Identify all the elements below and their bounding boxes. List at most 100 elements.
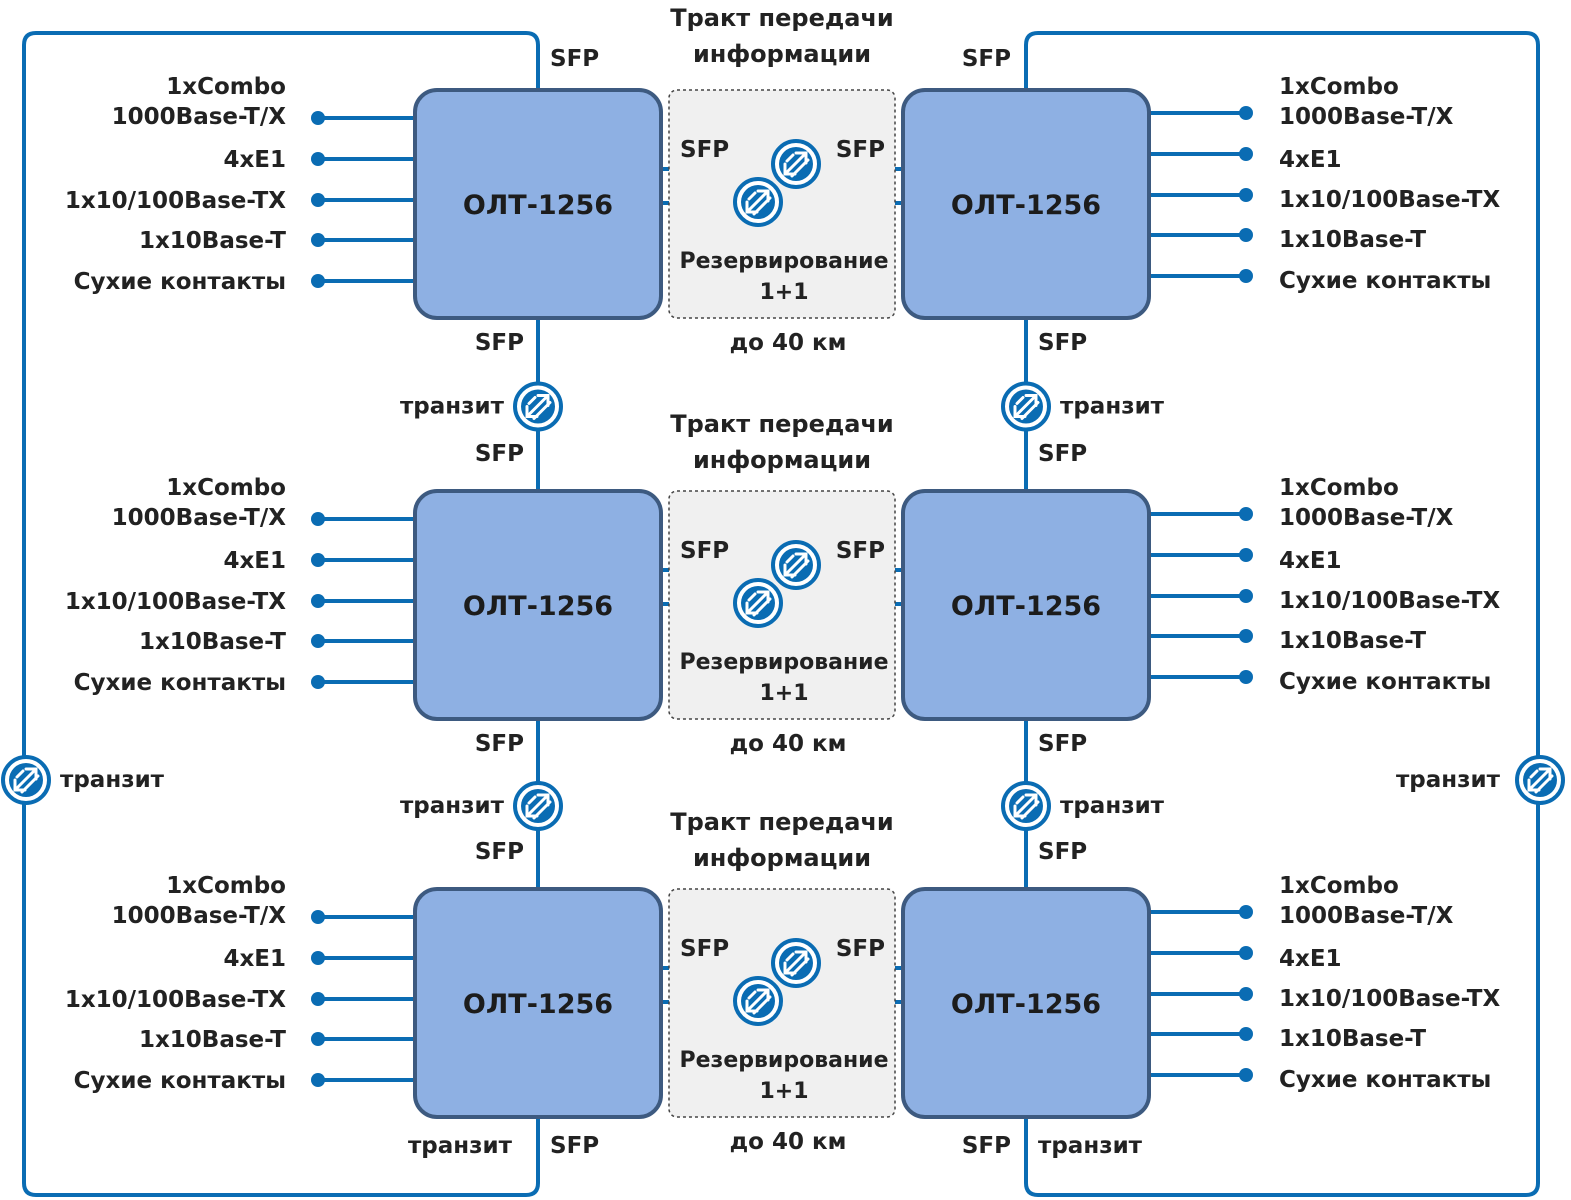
- icon-arrow-head-a: [794, 552, 808, 566]
- icon-arrow-a: [1014, 395, 1037, 417]
- sfp-label: SFP: [680, 538, 729, 564]
- icon-arrow-head-b: [783, 961, 797, 975]
- port-label: 4xE1: [223, 548, 286, 574]
- sfp-label: SFP: [475, 330, 524, 356]
- icon-arrow-head-a: [24, 767, 38, 781]
- node-title: ОЛТ-1256: [463, 989, 613, 1020]
- sfp-label: SFP: [836, 137, 885, 163]
- port-label: Сухие контакты: [1279, 669, 1491, 695]
- port-label: 4xE1: [223, 147, 286, 173]
- sfp-label: SFP: [475, 731, 524, 757]
- link-title: Тракт передачи: [670, 808, 894, 836]
- redundancy-label: Резервирование: [680, 650, 889, 675]
- sfp-label: SFP: [836, 936, 885, 962]
- icon-arrow-a: [784, 152, 807, 175]
- icon-mark: [527, 795, 537, 805]
- link-title: информации: [693, 446, 871, 474]
- port-label: 1x10/100Base-TX: [65, 589, 286, 615]
- port-label: 1000Base-T/X: [112, 104, 287, 130]
- port-dot: [311, 111, 325, 125]
- icon-arrow-head-b: [745, 999, 759, 1013]
- port-label: 1x10Base-T: [1279, 227, 1426, 253]
- port-label: 1x10Base-T: [139, 1027, 286, 1053]
- sfp-label: SFP: [680, 137, 729, 163]
- port-dot: [311, 1073, 325, 1087]
- port-dot: [311, 233, 325, 247]
- olt-node-right: [901, 88, 1151, 320]
- port-dot: [311, 910, 325, 924]
- sfp-label: SFP: [550, 1133, 599, 1159]
- sfp-label: SFP: [680, 936, 729, 962]
- sfp-label: SFP: [836, 538, 885, 564]
- port-dot: [1239, 228, 1253, 242]
- redundancy-label: 1+1: [759, 681, 808, 706]
- port-label: 4xE1: [1279, 548, 1342, 574]
- icon-arrow-a: [746, 190, 769, 213]
- link-title: информации: [693, 40, 871, 68]
- port-label: 1000Base-T/X: [1279, 104, 1454, 130]
- icon-arrow-head-b: [783, 162, 797, 176]
- port-dot: [311, 193, 325, 207]
- icon-arrow-a: [784, 951, 807, 974]
- transit-icons: [1, 139, 1565, 1026]
- port-label: 1000Base-T/X: [1279, 505, 1454, 531]
- port-dot: [1239, 946, 1253, 960]
- distance-label: до 40 км: [730, 330, 847, 356]
- node-title: ОЛТ-1256: [951, 989, 1101, 1020]
- icon-mark: [747, 592, 757, 602]
- icon-mark: [527, 396, 537, 405]
- port-dot: [311, 594, 325, 608]
- port-dot: [311, 634, 325, 648]
- icon-arrow-head-a: [1024, 394, 1038, 407]
- port-label: 1xCombo: [1279, 475, 1399, 501]
- icon-arrow-head-a: [536, 793, 550, 807]
- port-label: 1x10/100Base-TX: [65, 188, 286, 214]
- port-label: 4xE1: [1279, 946, 1342, 972]
- port-label: Сухие контакты: [74, 670, 286, 696]
- port-dot: [1239, 548, 1253, 562]
- icon-arrow-a: [1528, 768, 1551, 791]
- icon-arrow-a: [526, 395, 549, 417]
- icon-mark: [15, 769, 25, 779]
- transit-label: транзит: [1396, 767, 1501, 793]
- sfp-label: SFP: [550, 46, 599, 72]
- icon-mark: [785, 554, 795, 564]
- icon-arrow-head-a: [1538, 767, 1552, 781]
- node-title: ОЛТ-1256: [463, 190, 613, 221]
- olt-node-left: [413, 489, 663, 721]
- icon-arrow-head-a: [536, 394, 550, 407]
- port-dot: [1239, 269, 1253, 283]
- port-label: 1000Base-T/X: [112, 505, 287, 531]
- sfp-label: SFP: [962, 46, 1011, 72]
- port-label: Сухие контакты: [1279, 1067, 1491, 1093]
- port-dot: [311, 1032, 325, 1046]
- olt-node-left: [413, 887, 663, 1119]
- sfp-label: SFP: [962, 1133, 1011, 1159]
- port-label: 1xCombo: [166, 873, 286, 899]
- port-label: 1x10/100Base-TX: [1279, 588, 1500, 614]
- icon-arrow-head-a: [794, 950, 808, 964]
- icon-arrow-head-b: [745, 200, 759, 214]
- outer-ring-right: [1024, 31, 1540, 1197]
- sfp-label: SFP: [1038, 441, 1087, 467]
- icon-mark: [747, 191, 757, 201]
- port-dot: [1239, 905, 1253, 919]
- port-label: 1xCombo: [1279, 74, 1399, 100]
- icon-arrow-a: [746, 591, 769, 614]
- icon-mark: [747, 990, 757, 1000]
- icon-arrow-head-b: [1013, 405, 1027, 418]
- port-dot: [311, 675, 325, 689]
- icon-arrow-a: [526, 794, 549, 817]
- link-title: Тракт передачи: [670, 4, 894, 32]
- optical-transceiver-icon: [771, 139, 821, 189]
- icon-mark: [1015, 396, 1025, 405]
- icon-arrow-a: [1014, 794, 1037, 817]
- transit-label: транзит: [1060, 793, 1165, 819]
- icon-arrow-a: [784, 553, 807, 576]
- optical-transceiver-icon: [1, 755, 51, 805]
- icon-arrow-head-a: [794, 151, 808, 165]
- icon-arrow-head-b: [13, 778, 27, 792]
